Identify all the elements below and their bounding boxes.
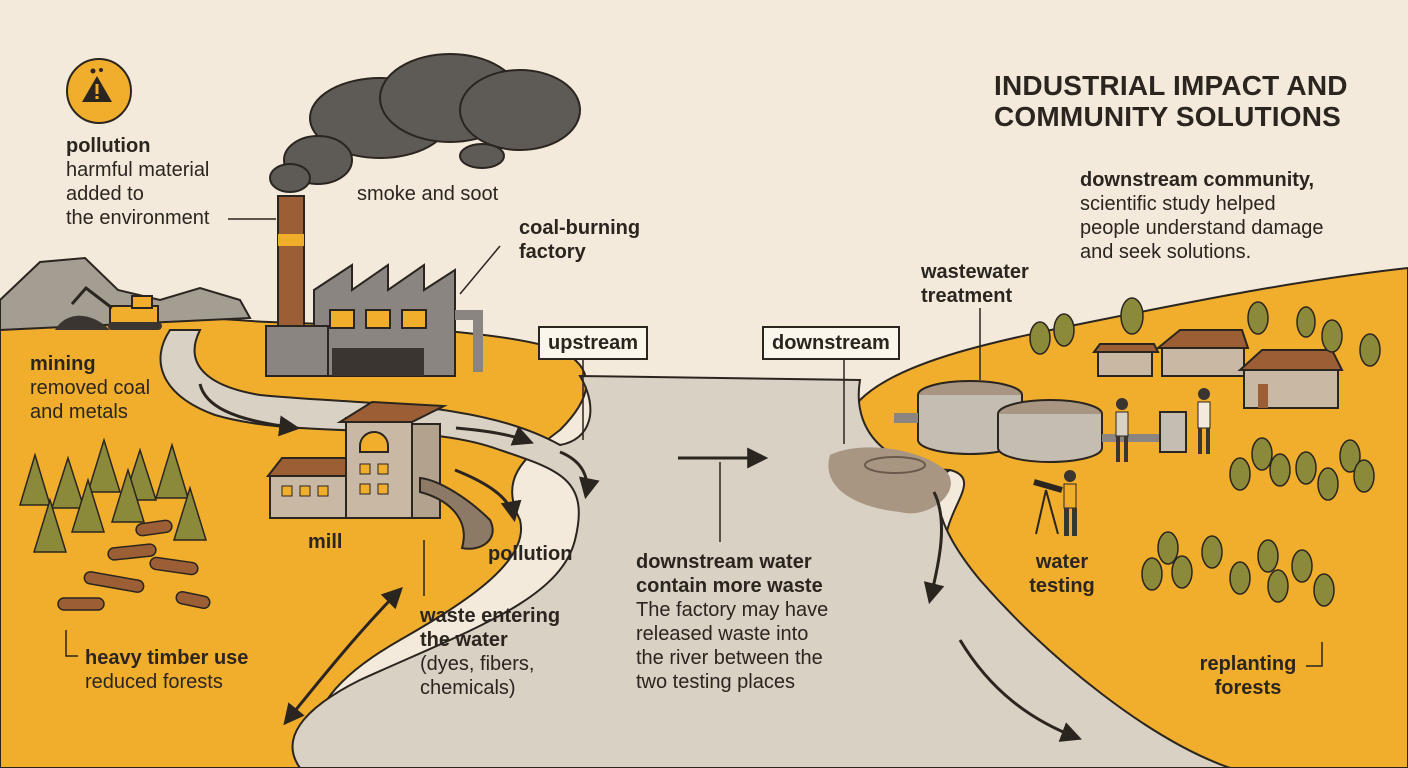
pollution-definition: pollution harmful material added to the … [66,134,209,230]
mining-label: mining removed coal and metals [30,352,150,424]
replanting-label-line: replanting [1199,653,1297,675]
timber-label: heavy timber use reduced forests [85,646,248,694]
downstream-water-term: downstream water [636,551,812,573]
upstream-tag: upstream [538,326,649,360]
pollution-puddle [828,447,951,514]
pollution-definition-line: added to [66,183,144,205]
round-trees [1029,297,1381,607]
wastewater-label: wastewater treatment [921,260,1029,308]
timber-label-line: reduced forests [85,671,223,693]
community-label-line: scientific study helped [1080,193,1276,215]
waste-entering-label: waste entering the water (dyes, fibers, … [420,604,560,700]
pollution-label: pollution [488,543,573,565]
pollution-definition-term: pollution [66,135,151,157]
leader-lines [65,218,1323,667]
waste-entering-line: (dyes, fibers, [420,653,535,675]
waste-entering-term: waste entering [420,605,561,627]
treatment-plant [894,380,1187,463]
smoke-label: smoke and soot [357,183,499,205]
title-line-2: COMMUNITY SOLUTIONS [994,101,1342,132]
water-testing-label: water testing [1026,550,1098,598]
houses [1092,329,1344,409]
water-testing-label-line: water [1035,551,1089,573]
mill-label: mill [308,531,343,553]
downstream-water-line: The factory may have [636,599,829,621]
pine-trees [18,437,208,553]
title-line-1: INDUSTRIAL IMPACT AND [994,70,1348,101]
wastewater-label-line: wastewater [921,261,1029,283]
replanting-label: replanting forests [1196,652,1300,700]
water-testing-label-line: testing [1029,575,1095,597]
pollution-definition-line: harmful material [66,159,210,181]
flow-arrows [198,383,1082,742]
wastewater-label-line: treatment [921,285,1013,307]
factory-label: coal-burning factory [519,216,640,264]
river [159,329,1231,768]
downstream-water-term: contain more waste [636,575,823,597]
factory-label-line: factory [519,241,586,263]
community-label-line: people understand damage [1080,217,1324,239]
mining-label-term: mining [30,353,96,375]
factory-label-line: coal-burning [519,217,641,239]
coal-pile [55,315,110,330]
community-label: downstream community, scientific study h… [1080,168,1324,264]
mining-label-line: removed coal [30,377,151,399]
excavator-icon [70,285,162,330]
community-label-term: downstream community, [1080,169,1315,191]
downstream-tag: downstream [762,326,900,360]
downstream-water-line: two testing places [636,671,795,693]
pollution-definition-line: the environment [66,207,210,229]
scientist-figure [1033,388,1211,536]
community-label-line: and seek solutions. [1080,241,1252,263]
waste-entering-term: the water [420,629,508,651]
replanting-label-line: forests [1214,677,1282,699]
downstream-water-line: the river between the [636,647,823,669]
page-title: INDUSTRIAL IMPACT AND COMMUNITY SOLUTION… [994,70,1374,132]
chimney [277,195,305,327]
timber-label-term: heavy timber use [85,647,249,669]
logs [57,519,211,611]
factory [265,263,483,377]
downstream-water-label: downstream water contain more waste The … [636,550,828,694]
downstream-water-line: released waste into [636,623,809,645]
mining-label-line: and metals [30,401,128,423]
waste-entering-line: chemicals) [420,677,516,699]
warning-icon [66,58,132,124]
smoke-cloud [269,53,581,193]
mill [265,400,494,550]
